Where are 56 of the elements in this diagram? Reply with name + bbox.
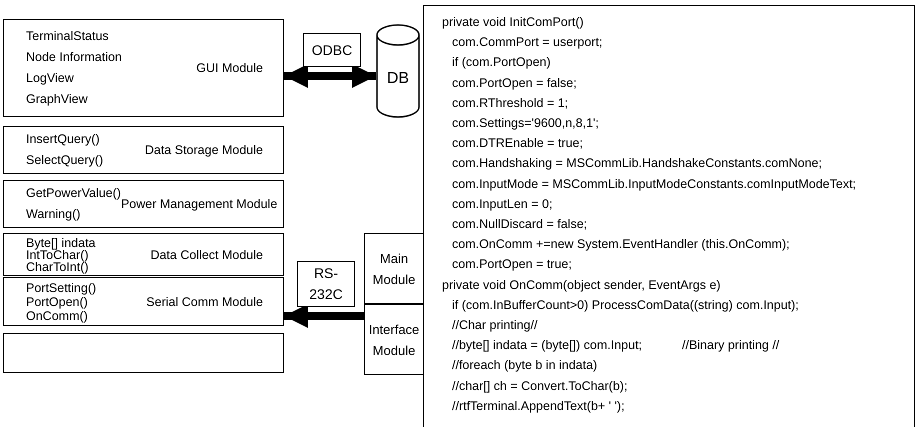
code-line: com.Settings='9600,n,8,1'; xyxy=(451,115,600,132)
code-line: com.OnComm +=new System.EventHandler (this.OnComm); xyxy=(451,236,791,254)
code-line: private void OnComm(object sender, EventArgs e) xyxy=(442,276,722,294)
code-line: com.DTREnable = true; xyxy=(451,135,584,152)
code-line: com.PortOpen = true; xyxy=(451,256,573,274)
method-label: Warning() xyxy=(26,206,82,223)
code-line: com.Handshaking = MSCommLib.HandshakeConstants.comNone; xyxy=(451,155,823,172)
method-label: CharToInt() xyxy=(26,260,90,272)
module-name: Interface Module xyxy=(368,320,420,360)
method-label: SelectQuery() xyxy=(26,152,104,169)
module-box xyxy=(3,233,284,276)
code-line: com.NullDiscard = false; xyxy=(451,216,588,234)
method-label: GraphView xyxy=(26,91,89,108)
module-name: Main Module xyxy=(372,250,416,288)
code-line: //rtfTerminal.AppendText(b+ ' '); xyxy=(451,398,626,415)
database-cylinder xyxy=(376,24,420,118)
edge-label: ODBC xyxy=(303,33,361,67)
code-line: com.InputLen = 0; xyxy=(451,196,554,213)
module-name: Power Management Module xyxy=(120,197,278,211)
method-label: LogView xyxy=(26,70,75,87)
arrow xyxy=(284,64,376,88)
module-name: Serial Comm Module xyxy=(146,294,263,308)
module-box xyxy=(3,126,284,174)
code-line: if (com.InBufferCount>0) ProcessComData((string) com.Input); xyxy=(451,296,800,314)
method-label: Byte[] indata xyxy=(26,236,96,248)
edge-label: RS-232C xyxy=(297,261,355,307)
method-label: OnComm() xyxy=(26,308,89,322)
module-box xyxy=(3,180,284,228)
code-comment: //Binary printing // xyxy=(682,337,780,354)
module-name: Data Collect Module xyxy=(150,248,263,262)
code-line: //char[] ch = Convert.ToChar(b); xyxy=(451,378,628,395)
method-label: GetPowerValue() xyxy=(26,185,121,202)
code-panel xyxy=(423,5,915,427)
code-line: //foreach (byte b in indata) xyxy=(451,357,598,374)
method-label: PortOpen() xyxy=(26,294,88,308)
code-line: //Char printing// xyxy=(451,317,538,334)
method-label: IntToChar() xyxy=(26,248,90,260)
code-line: //byte[] indata = (byte[]) com.Input; xyxy=(451,337,644,354)
framework-box xyxy=(3,333,284,373)
code-line: com.PortOpen = false; xyxy=(451,74,578,92)
method-label: TerminalStatus xyxy=(26,28,110,45)
database-label: DB xyxy=(386,68,410,88)
code-line: if (com.PortOpen) xyxy=(451,54,552,72)
module-box xyxy=(3,277,284,326)
code-line: com.CommPort = userport; xyxy=(451,34,604,52)
code-line: com.RThreshold = 1; xyxy=(451,94,570,112)
module-name: GUI Module xyxy=(196,61,263,75)
code-line: private void InitComPort() xyxy=(442,14,585,31)
module-box xyxy=(364,233,424,304)
code-line: com.InputMode = MSCommLib.InputModeConstants.comInputModeText; xyxy=(451,176,858,193)
method-label: InsertQuery() xyxy=(26,131,101,148)
module-box xyxy=(364,304,424,375)
module-name: Data Storage Module xyxy=(144,143,263,157)
method-label: PortSetting() xyxy=(26,280,96,294)
method-label: Node Information xyxy=(26,49,122,66)
module-box xyxy=(3,19,284,117)
